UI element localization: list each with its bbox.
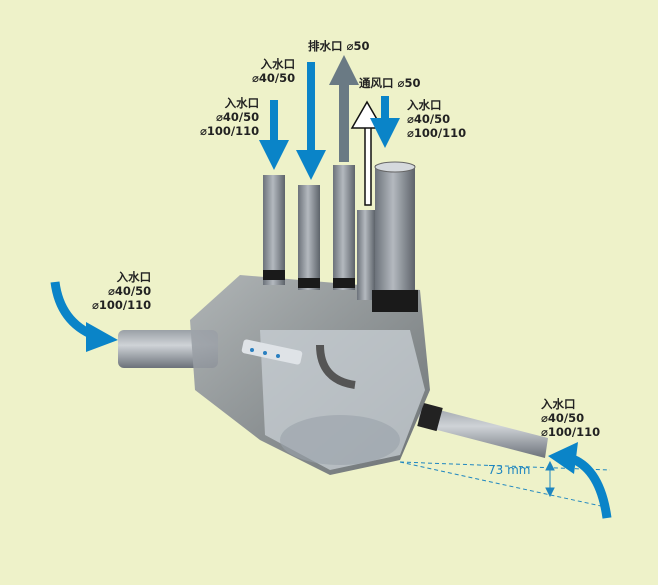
label-name: 入水口 [116, 270, 152, 284]
dimension-lines [399, 461, 611, 509]
label-name: 入水口 [224, 96, 260, 110]
label-name: 入水口 [260, 57, 296, 71]
inlet-arrow-top-middle [296, 62, 326, 180]
vent-name: 通风口 [359, 76, 394, 90]
inlet-top-left-label: 入水口⌀40/50⌀100/110 [200, 96, 259, 138]
inlet-top-right-label: 入水口⌀40/50⌀100/110 [407, 98, 466, 140]
label-size: ⌀100/110 [92, 298, 152, 312]
label-name: 入水口 [407, 98, 442, 112]
outlet-name: 排水口 [308, 39, 343, 53]
vent-label: 通风口 ⌀50 [359, 76, 420, 90]
vent-size: ⌀50 [397, 76, 421, 90]
label-size: ⌀100/110 [541, 425, 601, 439]
inlet-side-left-label: 入水口⌀40/50⌀100/110 [92, 270, 151, 312]
label-name: 入水口 [541, 397, 576, 411]
right-inlet-pipe [418, 405, 548, 458]
large-inlet-pipe [375, 165, 415, 310]
inlet-arrow-top-right [370, 96, 400, 148]
inlet-arrow-top-left [259, 100, 289, 170]
inlet-side-right-label: 入水口⌀40/50⌀100/110 [541, 397, 600, 439]
outlet-arrow-up [329, 55, 359, 162]
outlet-size: ⌀50 [346, 39, 370, 53]
inlet-arrow-side-right [548, 442, 612, 519]
label-size: ⌀40/50 [541, 411, 585, 425]
outlet-label: 排水口 ⌀50 [308, 39, 369, 53]
pipe-2 [298, 185, 320, 290]
vent-pipe [357, 210, 375, 300]
dimension-label: 73 mm [488, 463, 531, 477]
label-size: ⌀100/110 [200, 124, 260, 138]
label-size: ⌀40/50 [108, 284, 152, 298]
label-size: ⌀40/50 [216, 110, 260, 124]
label-size: ⌀100/110 [407, 126, 467, 140]
dimension-arrow [545, 460, 555, 498]
internal-hose [316, 344, 356, 389]
outlet-pipe [333, 165, 355, 290]
inlet-arrow-side-left [50, 281, 118, 352]
label-size: ⌀40/50 [252, 71, 296, 85]
label-size: ⌀40/50 [407, 112, 451, 126]
control-panel [241, 339, 303, 365]
inlet-top-middle-label: 入水口⌀40/50 [252, 57, 295, 85]
pipe-1 [263, 175, 285, 285]
